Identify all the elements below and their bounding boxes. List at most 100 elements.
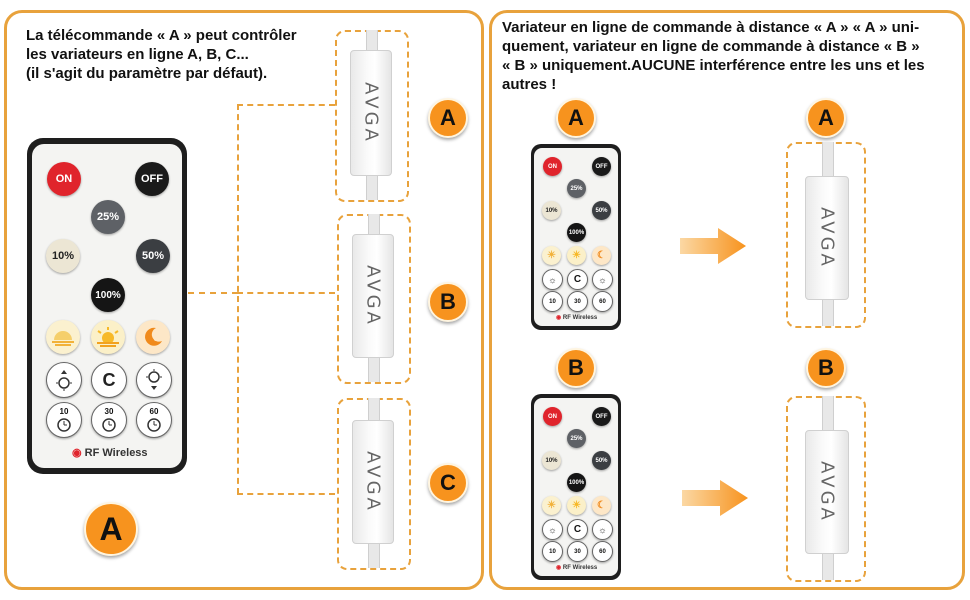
remote-a-rf-text: RF Wireless [562, 315, 598, 321]
alarm-clock-icon [57, 418, 71, 432]
remote-b-t10-button[interactable]: 10 [542, 541, 563, 562]
wifi-icon: ◉ [556, 565, 562, 571]
rf-wireless-label: ◉ RF Wireless [72, 446, 148, 459]
brightness-10-button[interactable]: 10% [46, 239, 80, 273]
dimmer-a-cable-bottom [366, 176, 378, 200]
brightness-25-button[interactable]: 25% [91, 200, 125, 234]
remote-b-sun-button[interactable]: ☀ [567, 496, 586, 515]
right-dimmer-b-cable-top [822, 396, 834, 430]
remote-b-up-button[interactable]: ☼ [542, 519, 563, 540]
remote-b-25-button[interactable]: 25% [567, 429, 586, 448]
brightness-up-button[interactable] [46, 362, 82, 398]
brightness-50-button[interactable]: 50% [136, 239, 170, 273]
remote-b-down-button[interactable]: ☼ [592, 519, 613, 540]
wifi-icon: ◉ [72, 447, 82, 459]
remote-b-t30-button[interactable]: 30 [567, 541, 588, 562]
remote-b-badge: B [556, 348, 596, 388]
remote-a-down-button[interactable]: ☼ [592, 269, 613, 290]
dimmer-b-cable-bottom [368, 358, 380, 382]
brightness-down-icon: ☼ [598, 524, 607, 535]
remote-a-t30-button[interactable]: 30 [567, 291, 588, 312]
remote-b-50-button[interactable]: 50% [592, 451, 611, 470]
timer-10-label: 10 [59, 407, 69, 416]
sunrise-warm-button[interactable] [46, 320, 80, 354]
wifi-icon: ◉ [556, 315, 562, 321]
timer-60-label: 60 [149, 407, 159, 416]
alarm-clock-icon [147, 418, 161, 432]
connector-vertical [237, 104, 239, 494]
remote-b-t60-button[interactable]: 60 [592, 541, 613, 562]
remote-a-t60-button[interactable]: 60 [592, 291, 613, 312]
remote-a-on-button[interactable]: ON [543, 157, 562, 176]
remote-a-face: ON OFF 25% 10% 50% 100% ☀ ☀ ☾ ☼ C ☼ 10 3… [534, 148, 618, 326]
sun-icon: ☀ [572, 250, 581, 261]
remote-a-badge: A [556, 98, 596, 138]
remote-b-10-button[interactable]: 10% [542, 451, 561, 470]
remote-a-t10-button[interactable]: 10 [542, 291, 563, 312]
dimmer-c-cable-bottom [368, 544, 380, 568]
sunrise-icon: ☀ [547, 500, 556, 511]
dimmer-b-cable-top [368, 214, 380, 234]
remote-a-off-button[interactable]: OFF [592, 157, 611, 176]
remote-control-a: ON OFF 25% 10% 50% 100% ☀ ☀ ☾ ☼ C ☼ 10 3… [531, 144, 621, 330]
right-dimmer-b-text: AVGA [816, 461, 838, 523]
connector-b [237, 292, 335, 294]
remote-a-sun-button[interactable]: ☀ [567, 246, 586, 265]
dimmer-c-cable-top [368, 398, 380, 420]
remote-a-50-button[interactable]: 50% [592, 201, 611, 220]
alarm-clock-icon [102, 418, 116, 432]
remote-b-off-button[interactable]: OFF [592, 407, 611, 426]
remote-b-100-button[interactable]: 100% [567, 473, 586, 492]
remote-a-moon-button[interactable]: ☾ [592, 246, 611, 265]
remote-label-badge-a: A [84, 502, 138, 556]
remote-control-b: ON OFF 25% 10% 50% 100% ☀ ☀ ☾ ☼ C ☼ 10 3… [531, 394, 621, 580]
moon-icon: ☾ [597, 500, 606, 511]
remote-a-100-button[interactable]: 100% [567, 223, 586, 242]
dimmer-label-badge-a: A [428, 98, 468, 138]
brightness-100-button[interactable]: 100% [91, 278, 125, 312]
sunrise-icon: ☀ [547, 250, 556, 261]
remote-b-sunrise-button[interactable]: ☀ [542, 496, 561, 515]
dimmer-label-badge-c: C [428, 463, 468, 503]
timer-30-button[interactable]: 30 [91, 402, 127, 438]
brightness-down-button[interactable] [136, 362, 172, 398]
right-panel [489, 10, 965, 590]
remote-b-c-button[interactable]: C [567, 519, 588, 540]
remote-a-25-button[interactable]: 25% [567, 179, 586, 198]
right-dimmer-a-cable-top [822, 142, 834, 176]
arrow-right-icon-a [680, 228, 746, 264]
rf-wireless-text: RF Wireless [84, 447, 148, 459]
color-temp-button[interactable]: C [91, 362, 127, 398]
dimmer-b: AVGA [352, 234, 394, 358]
off-button[interactable]: OFF [135, 162, 169, 196]
remote-a-10-button[interactable]: 10% [542, 201, 561, 220]
remote-b-on-button[interactable]: ON [543, 407, 562, 426]
right-dimmer-b-cable-bottom [822, 554, 834, 580]
moon-night-button[interactable] [136, 320, 170, 354]
brightness-up-icon [56, 370, 72, 391]
remote-b-rf-label: ◉ RF Wireless [556, 564, 597, 571]
sun-icon: ☀ [572, 500, 581, 511]
dimmer-b-text: AVGA [362, 265, 384, 327]
sunrise-icon [52, 331, 74, 346]
remote-a-c-button[interactable]: C [567, 269, 588, 290]
arrow-right-icon-b [682, 480, 748, 516]
remote-a-up-button[interactable]: ☼ [542, 269, 563, 290]
left-heading-line-2: les variateurs en ligne A, B, C... [26, 46, 249, 63]
timer-10-button[interactable]: 10 [46, 402, 82, 438]
dimmer-c-text: AVGA [362, 451, 384, 513]
on-button[interactable]: ON [47, 162, 81, 196]
dimmer-a: AVGA [350, 50, 392, 176]
right-dimmer-b-badge: B [806, 348, 846, 388]
remote-b-moon-button[interactable]: ☾ [592, 496, 611, 515]
timer-30-label: 30 [104, 407, 114, 416]
remote-a-sunrise-button[interactable]: ☀ [542, 246, 561, 265]
remote-face: ON OFF 25% 10% 50% 100% C 10 30 [32, 144, 182, 468]
right-dimmer-a: AVGA [805, 176, 849, 300]
right-heading-line-4: autres ! [502, 76, 557, 93]
timer-60-button[interactable]: 60 [136, 402, 172, 438]
right-heading-line-2: quement, variateur en ligne de commande … [502, 38, 920, 55]
connector-main [188, 292, 238, 294]
remote-control-large: ON OFF 25% 10% 50% 100% C 10 30 [27, 138, 187, 474]
sun-neutral-button[interactable] [91, 320, 125, 354]
